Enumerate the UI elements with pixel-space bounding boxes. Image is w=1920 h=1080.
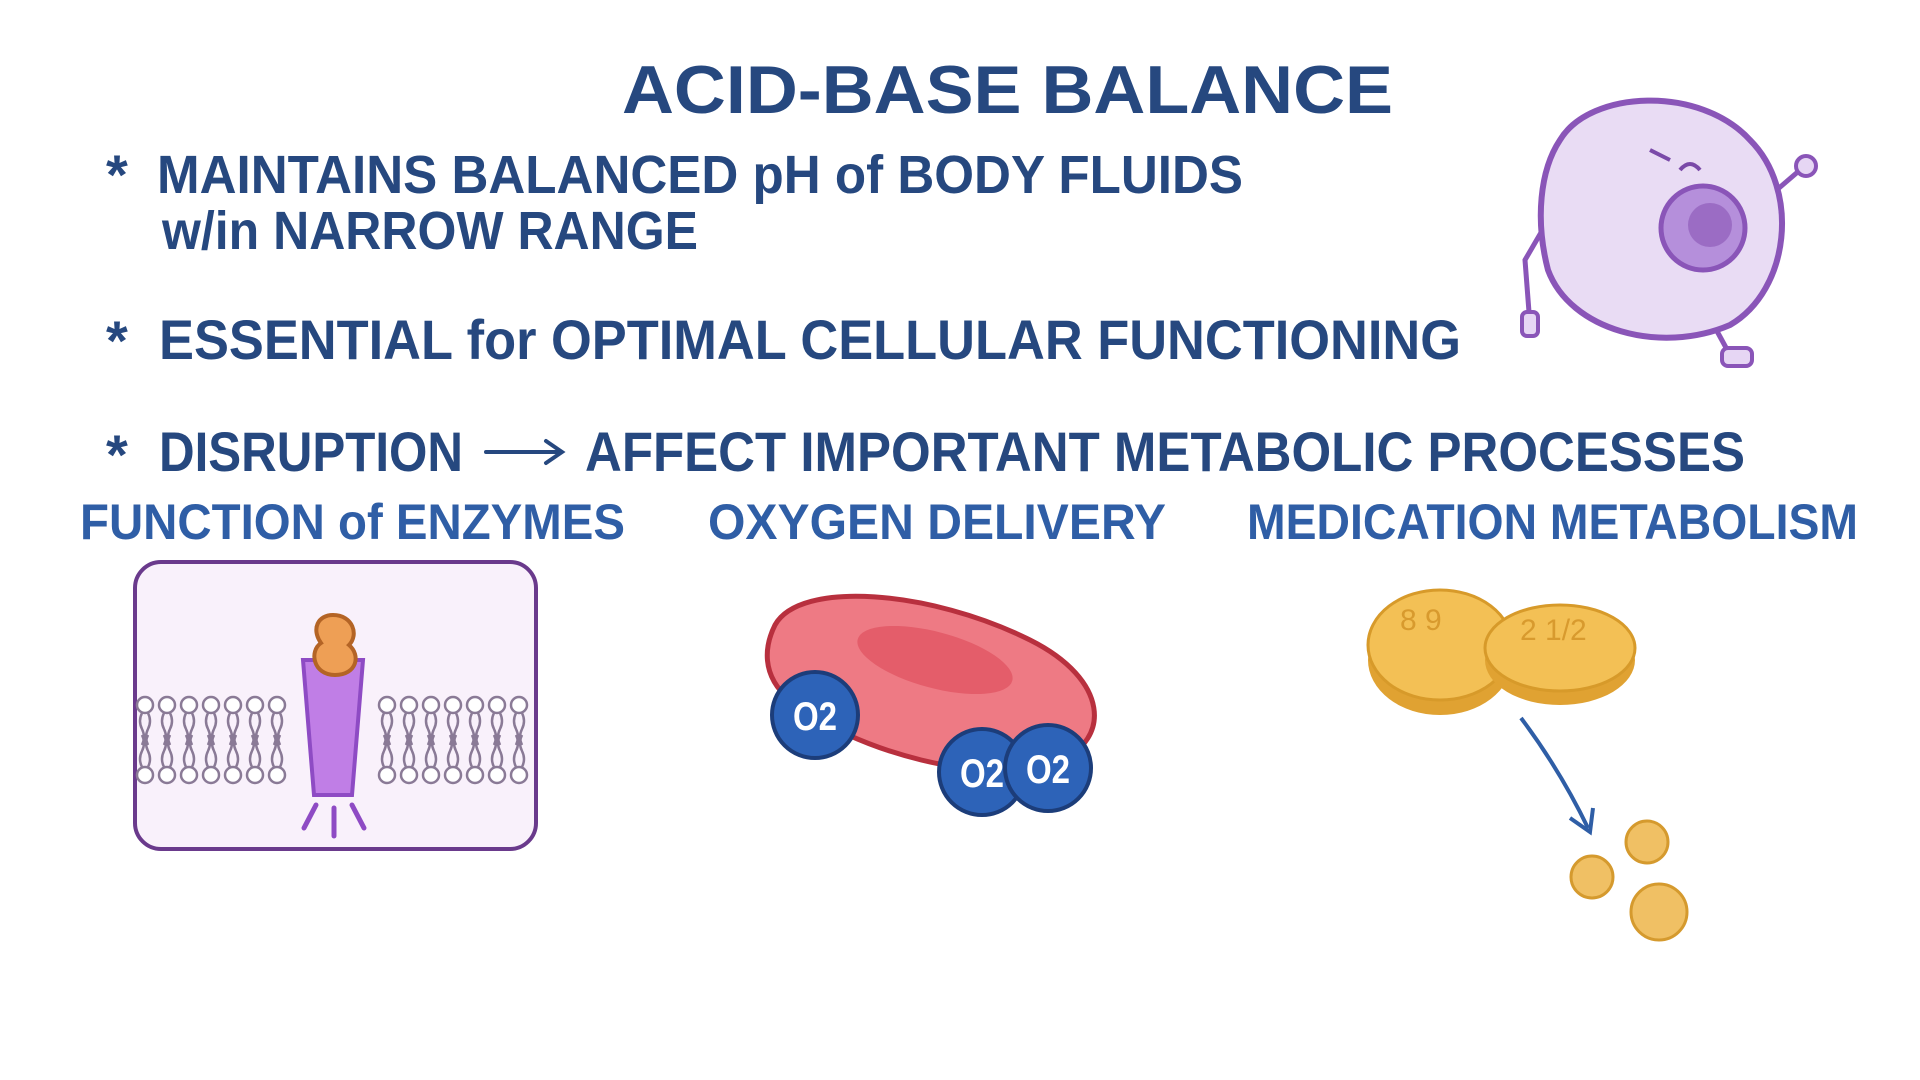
lipid-head bbox=[223, 695, 243, 715]
lipid-head bbox=[421, 765, 441, 785]
lipid-head bbox=[157, 765, 177, 785]
lipid-head bbox=[377, 765, 397, 785]
bullet-2: ESSENTIAL for OPTIMAL CELLULAR FUNCTIONI… bbox=[159, 308, 1461, 371]
svg-text:2 1/2: 2 1/2 bbox=[1520, 614, 1587, 647]
lipid-tail bbox=[468, 734, 482, 768]
pills-illustration: 8 9 2 1/2 bbox=[1366, 588, 1689, 942]
lipid-tail bbox=[138, 734, 152, 768]
bullet-3-effect: AFFECT IMPORTANT METABOLIC PROCESSES bbox=[585, 420, 1745, 483]
red-blood-cell-illustration: O2 O2 O2 bbox=[764, 593, 1097, 817]
lipid-tail bbox=[490, 734, 504, 768]
lipid-tail bbox=[204, 734, 218, 768]
lipid-head bbox=[465, 695, 485, 715]
lipid-head bbox=[443, 765, 463, 785]
bullet-star-icon: * bbox=[106, 309, 128, 372]
lipid-head bbox=[509, 695, 529, 715]
lipid-head bbox=[267, 765, 287, 785]
lipid-head bbox=[443, 695, 463, 715]
bullet-1-line-2: w/in NARROW RANGE bbox=[161, 201, 698, 261]
lipid-head bbox=[487, 695, 507, 715]
lipid-tail bbox=[160, 734, 174, 768]
lipid-head bbox=[465, 765, 485, 785]
svg-text:O2: O2 bbox=[1026, 748, 1070, 792]
lipid-head bbox=[267, 695, 287, 715]
lipid-tail bbox=[270, 734, 284, 768]
slide-title: ACID-BASE BALANCE bbox=[622, 52, 1393, 128]
lipid-tail bbox=[446, 734, 460, 768]
membrane-protein-illustration bbox=[133, 560, 538, 851]
bullet-1-line-1: MAINTAINS BALANCED pH of BODY FLUIDS bbox=[157, 145, 1243, 205]
lipid-head bbox=[201, 695, 221, 715]
lipid-head bbox=[223, 765, 243, 785]
lipid-head bbox=[245, 695, 265, 715]
lipid-tail bbox=[248, 734, 262, 768]
lipid-head bbox=[509, 765, 529, 785]
lipid-head bbox=[399, 765, 419, 785]
process-label-oxygen: OXYGEN DELIVERY bbox=[708, 494, 1166, 550]
lipid-head bbox=[135, 765, 155, 785]
lipid-tail bbox=[380, 734, 394, 768]
lipid-head bbox=[487, 765, 507, 785]
lipid-tail bbox=[424, 734, 438, 768]
oxygen-molecule-icon: O2 O2 O2 bbox=[770, 670, 1093, 817]
bullet-3-cause: DISRUPTION bbox=[159, 420, 463, 483]
bullet-star-icon: * bbox=[106, 143, 128, 206]
lipid-head bbox=[179, 765, 199, 785]
lipid-tail bbox=[402, 734, 416, 768]
svg-text:O2: O2 bbox=[793, 695, 837, 739]
process-label-medication: MEDICATION METABOLISM bbox=[1247, 494, 1858, 550]
lipid-head bbox=[245, 765, 265, 785]
arrow-right-icon bbox=[484, 439, 566, 465]
lipid-head bbox=[179, 695, 199, 715]
svg-text:8 9: 8 9 bbox=[1400, 604, 1442, 637]
lipid-head bbox=[399, 695, 419, 715]
lipid-head bbox=[157, 695, 177, 715]
cell-character-icon bbox=[1520, 97, 1818, 368]
lipid-tail bbox=[226, 734, 240, 768]
bullet-star-icon: * bbox=[106, 423, 128, 486]
lipid-head bbox=[201, 765, 221, 785]
lipid-tail bbox=[512, 734, 526, 768]
lipid-head bbox=[135, 695, 155, 715]
lipid-tail bbox=[182, 734, 196, 768]
lipid-head bbox=[421, 695, 441, 715]
process-label-enzymes: FUNCTION of ENZYMES bbox=[80, 494, 625, 550]
svg-text:O2: O2 bbox=[960, 752, 1004, 796]
lipid-head bbox=[377, 695, 397, 715]
